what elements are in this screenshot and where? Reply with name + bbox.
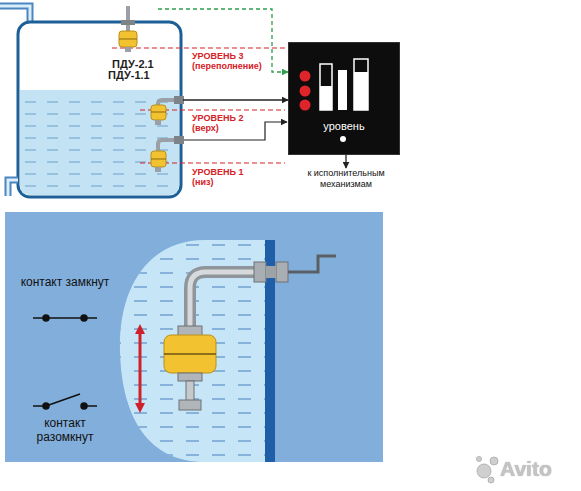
liquid-zoom [120,240,275,462]
drawing-part [477,464,491,478]
drawing-part [178,373,202,381]
outer-wire [288,256,336,272]
drawing-part [338,70,347,110]
hex-nut [254,262,266,282]
level-note: (переполнение) [192,61,262,71]
float-sensor-node: ПДУ-1.1 [108,69,183,125]
contact-state: контакт разомкнут [20,416,110,444]
float-sensor-level-2 [151,96,184,125]
drawing-part [164,353,216,355]
drawing-part [151,151,166,167]
drawing-part [81,315,87,321]
drawing-part [81,403,87,409]
drawing-part [43,403,49,409]
level-label: УРОВЕНЬ 3 [192,51,243,61]
drawing-part [151,105,166,120]
drawing-part [119,31,137,47]
water-waves [22,96,177,192]
open-switch-symbol [33,394,97,409]
sensor-name: ПДУ-2.1 [112,58,154,70]
level-relay-box: уровень [288,42,400,155]
float-sensor-top [119,6,137,52]
drawing-part [320,86,332,110]
drawing-part [125,47,131,52]
tank-wall [265,240,275,462]
drawing-part [8,180,18,196]
drawing-part [174,136,184,144]
drawing-part [186,381,194,401]
level-3-line [112,47,285,48]
drawing-part [126,6,130,32]
float-sensor-level-1 [151,136,184,172]
drawing-part [300,100,311,111]
closed-switch-symbol [33,315,97,321]
drawing-part [8,180,18,196]
drawing-part [300,86,311,97]
drawing-part [354,72,368,110]
float-body [164,335,216,373]
connector [345,155,346,168]
outlet-pipe [8,180,18,196]
drawing-part [174,96,184,104]
detail-panel [5,212,383,462]
sensor-name: ПДУ-1.1 [108,69,150,81]
drawing-part [488,477,494,483]
drawing-part [490,457,498,465]
sensor-pipe [190,272,262,328]
drawing-part [46,394,80,406]
relay-face [288,42,400,155]
connector [183,99,288,100]
drawing-part [276,262,288,282]
drawing-part [151,159,166,160]
drawing-part [266,266,276,278]
drawing-part [179,400,201,410]
travel-arrow [139,333,142,404]
display-label: уровень [323,120,364,132]
contact-state: контакт замкнут [20,275,110,289]
sensor-wire [184,122,287,140]
level-note: (низ) [192,177,213,187]
watermark: Avito [500,457,552,481]
connector [158,9,288,72]
level-label: УРОВЕНЬ 1 [192,167,243,177]
drawing-part [354,59,368,110]
drawing-part [119,39,137,40]
drawing-part [320,64,332,110]
drawing-part [477,457,482,462]
drawing-part [151,112,166,113]
level-label: УРОВЕНЬ 2 [192,113,243,123]
note-text: к исполнительным механизмам [292,168,400,190]
drawing-part [340,136,346,142]
watermark-logo [477,457,499,484]
level-note: (верх) [192,123,219,133]
drawing-part [190,272,262,328]
drawing-part [43,315,49,321]
water [20,90,179,195]
actuators-note: к исполнительным механизмам [290,168,402,192]
drawing-part [121,20,135,25]
drawing-part [155,120,161,125]
drawing-part [300,71,311,82]
drawing-part [155,167,161,172]
float-sensor-node: ПДУ-2.1 [112,4,158,70]
liquid-waves [120,240,275,462]
